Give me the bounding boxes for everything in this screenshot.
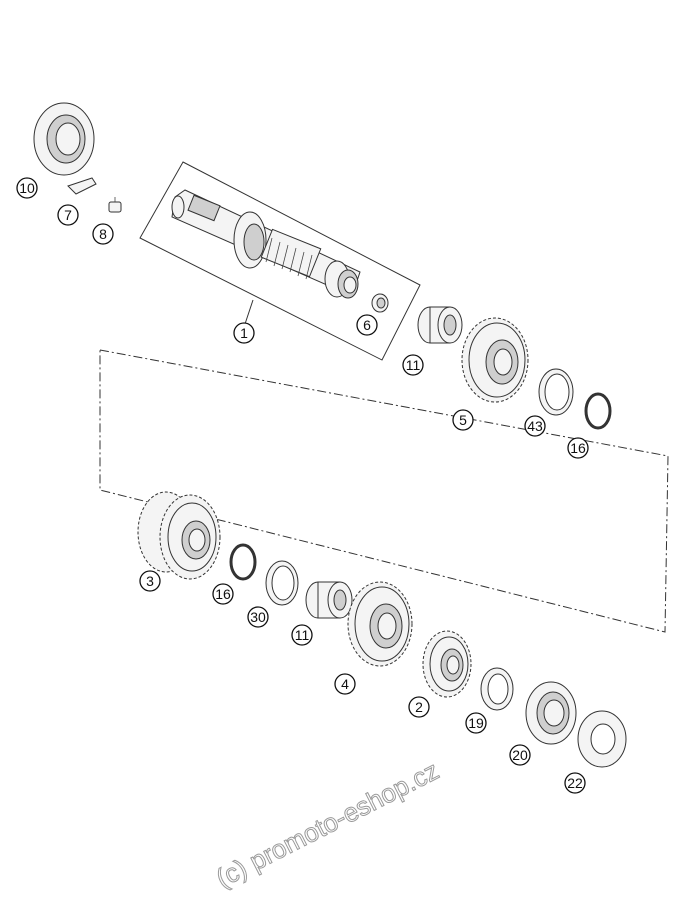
circlip-16b-drawing [229, 543, 257, 581]
svg-text:16: 16 [215, 586, 231, 602]
needle-bearing-11a-drawing [417, 306, 463, 344]
svg-text:16: 16 [570, 440, 586, 456]
group-dashed-outline [99, 349, 669, 633]
gear-2-drawing [422, 630, 472, 698]
callout-7: 7 [57, 204, 79, 226]
circlip-16a-drawing [584, 392, 612, 430]
callout-1: 1 [233, 299, 255, 344]
watermark-text: (c) promoto-eshop.cz [211, 755, 444, 893]
callout-11-upper: 11 [402, 354, 424, 376]
shim-22-drawing [577, 710, 627, 768]
svg-text:7: 7 [64, 207, 72, 223]
callout-20: 20 [509, 744, 531, 766]
needle-bearing-11b-drawing [305, 581, 353, 619]
callout-6: 6 [356, 314, 378, 336]
callout-10: 10 [16, 177, 38, 199]
svg-text:5: 5 [459, 412, 467, 428]
svg-text:4: 4 [341, 676, 349, 692]
callout-43: 43 [524, 415, 546, 437]
callout-16-upper: 16 [567, 437, 589, 459]
lever-7-drawing [67, 177, 97, 195]
gear-4-drawing [347, 581, 413, 667]
callout-5: 5 [452, 409, 474, 431]
svg-text:30: 30 [250, 609, 266, 625]
callout-19: 19 [465, 712, 487, 734]
washer-30-drawing [265, 560, 299, 606]
svg-text:10: 10 [19, 180, 35, 196]
gear-3-drawing [137, 491, 221, 580]
svg-text:11: 11 [295, 627, 310, 643]
svg-text:20: 20 [512, 747, 528, 763]
svg-text:11: 11 [406, 357, 421, 373]
nut-6-drawing [371, 293, 389, 313]
svg-text:19: 19 [468, 715, 484, 731]
svg-text:6: 6 [363, 317, 371, 333]
callout-2: 2 [408, 696, 430, 718]
callout-11-lower: 11 [291, 624, 313, 646]
gear-5-drawing [461, 317, 529, 403]
svg-text:43: 43 [527, 418, 543, 434]
callout-4: 4 [334, 673, 356, 695]
washer-43-drawing [538, 368, 574, 416]
svg-text:3: 3 [146, 573, 154, 589]
callout-30: 30 [247, 606, 269, 628]
washer-19-drawing [480, 667, 514, 711]
bearing-10-drawing [33, 102, 95, 176]
shaft-1-drawing [171, 189, 361, 299]
shaft-assembly-box [139, 161, 421, 361]
callout-22: 22 [564, 772, 586, 794]
callout-8: 8 [92, 223, 114, 245]
svg-text:8: 8 [99, 226, 107, 242]
svg-text:1: 1 [240, 325, 248, 341]
callout-16-lower: 16 [212, 583, 234, 605]
bolt-8-drawing [108, 197, 122, 213]
callout-3: 3 [139, 570, 161, 592]
svg-text:22: 22 [567, 775, 583, 791]
svg-text:2: 2 [415, 699, 423, 715]
bearing-20-drawing [525, 681, 577, 745]
